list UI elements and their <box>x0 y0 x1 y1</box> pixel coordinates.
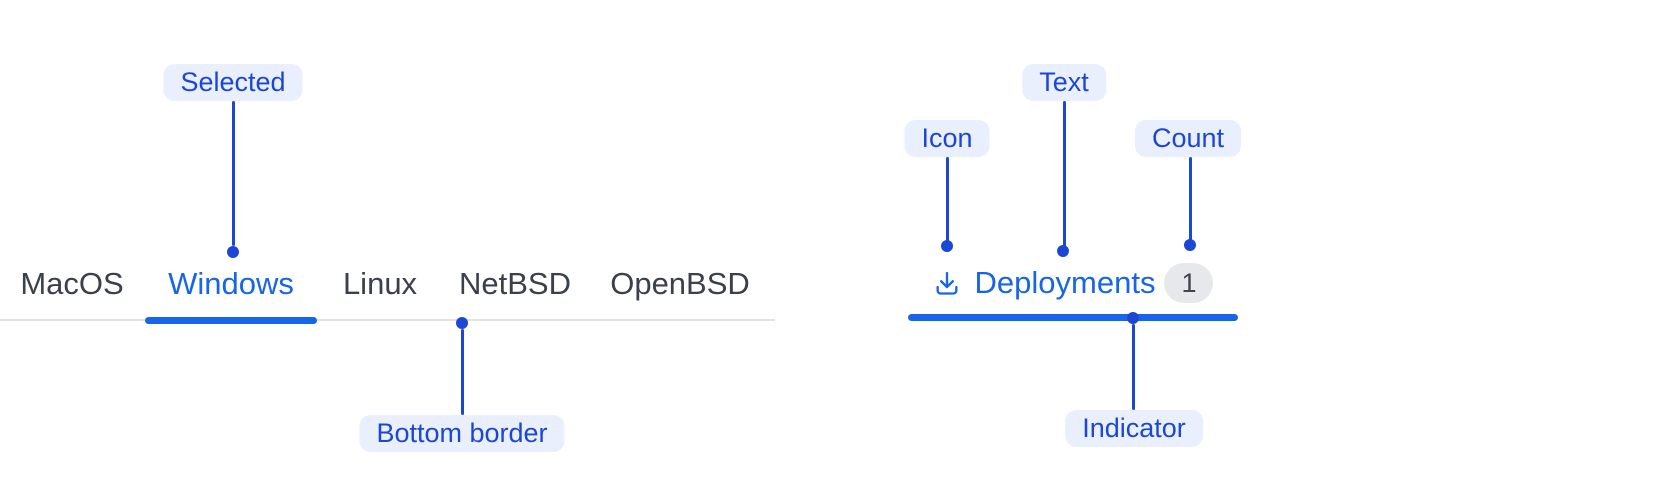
callout-dot-text <box>1057 245 1069 257</box>
callout-label-indicator: Indicator <box>1065 410 1203 447</box>
tab-deployments-count-badge: 1 <box>1164 263 1214 303</box>
tab-openbsd[interactable]: OpenBSD <box>610 266 750 301</box>
callout-label-icon: Icon <box>904 120 990 157</box>
download-icon <box>936 271 958 295</box>
callout-line-count <box>1188 157 1192 245</box>
tab-windows[interactable]: Windows <box>168 266 294 301</box>
callout-dot-count <box>1184 239 1196 251</box>
tab-linux[interactable]: Linux <box>342 266 418 301</box>
callout-dot-indicator <box>1127 312 1139 324</box>
callout-line-text <box>1062 101 1066 251</box>
tab-deployments[interactable]: Deployments 1 <box>908 262 1238 304</box>
callout-dot-icon <box>941 240 953 252</box>
callout-line-icon <box>945 157 949 246</box>
callout-label-selected: Selected <box>163 64 303 101</box>
tab-macos[interactable]: MacOS <box>20 266 124 301</box>
callout-dot-selected <box>227 246 239 258</box>
selected-tab-indicator <box>908 314 1238 321</box>
callout-line-selected <box>231 101 235 246</box>
callout-line-bottom-border <box>460 329 464 415</box>
tab-deployments-label: Deployments <box>974 265 1156 300</box>
selected-tab-underline <box>145 317 317 324</box>
callout-label-bottom-border: Bottom border <box>359 415 565 452</box>
tabbar-bottom-border <box>0 319 775 321</box>
callout-label-count: Count <box>1134 120 1242 157</box>
callout-dot-bottom-border <box>456 317 468 329</box>
callout-label-text: Text <box>1022 64 1106 101</box>
callout-line-indicator <box>1131 324 1135 410</box>
tab-netbsd[interactable]: NetBSD <box>459 266 571 301</box>
